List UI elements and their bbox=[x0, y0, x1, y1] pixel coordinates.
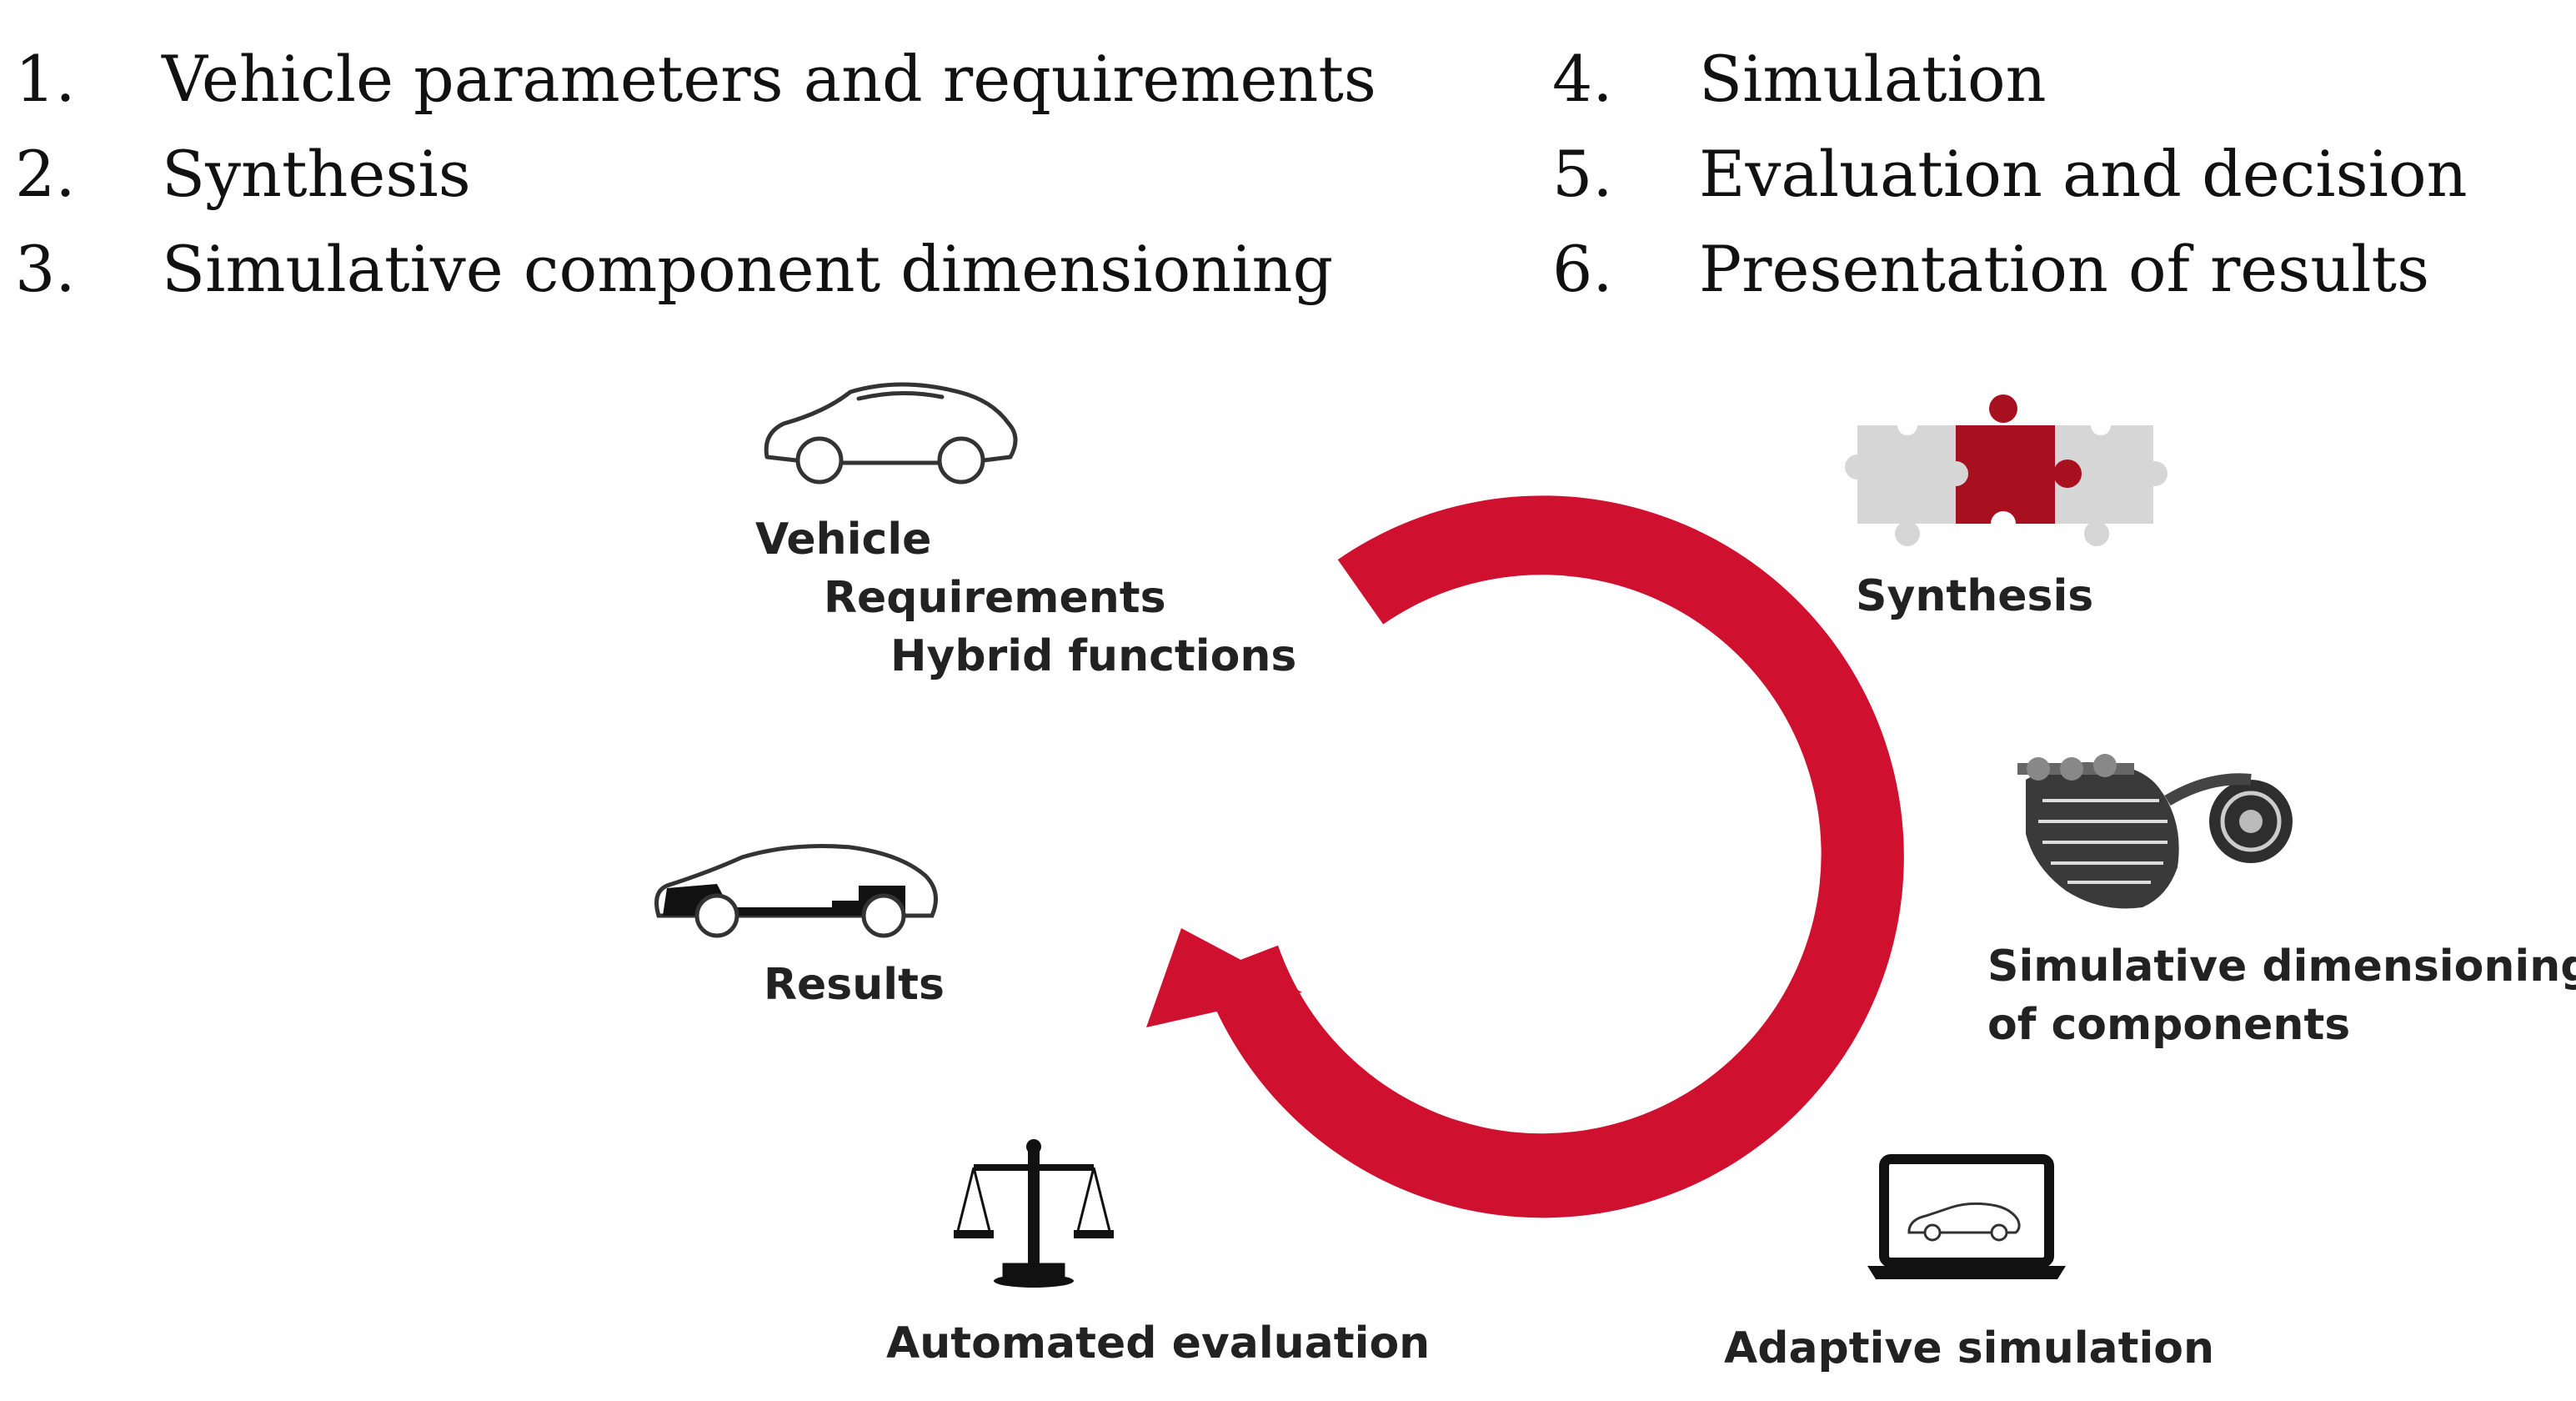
car-powertrain-icon bbox=[654, 844, 938, 938]
balance-scale-icon bbox=[954, 1139, 1114, 1288]
hybrid-functions-label: Hybrid functions bbox=[890, 631, 1297, 681]
step-item-5: 5.Evaluation and decision bbox=[1552, 137, 2468, 211]
puzzle-icon bbox=[1845, 394, 2168, 546]
synthesis-label: Synthesis bbox=[1856, 571, 2094, 621]
engine-icon bbox=[2017, 754, 2293, 909]
step-list-right: 4.Simulation 5.Evaluation and decision 6… bbox=[1552, 32, 2468, 317]
cycle-arrow-ring bbox=[1201, 495, 1904, 1218]
step-item-6: 6.Presentation of results bbox=[1552, 232, 2430, 306]
automated-evaluation-label: Automated evaluation bbox=[886, 1318, 1431, 1368]
step-item-1: 1.Vehicle parameters and requirements bbox=[15, 42, 1376, 116]
requirements-label: Requirements bbox=[824, 573, 1166, 623]
car-outline-icon bbox=[764, 382, 1018, 485]
step-item-3: 3.Simulative component dimensioning bbox=[15, 232, 1334, 306]
components-label-line2: of components bbox=[1987, 1000, 2351, 1050]
step-list-left: 1.Vehicle parameters and requirements 2.… bbox=[15, 32, 1376, 317]
step-item-4: 4.Simulation bbox=[1552, 42, 2047, 116]
cycle-arrow bbox=[1146, 495, 1904, 1218]
adaptive-simulation-label: Adaptive simulation bbox=[1724, 1323, 2215, 1373]
results-label: Results bbox=[764, 960, 945, 1010]
components-label-line1: Simulative dimensioning bbox=[1987, 942, 2576, 992]
cycle-arrow-head bbox=[1146, 928, 1302, 1027]
step-item-2: 2.Synthesis bbox=[15, 137, 471, 211]
vehicle-label: Vehicle bbox=[755, 515, 932, 565]
laptop-car-icon bbox=[1867, 1154, 2066, 1279]
